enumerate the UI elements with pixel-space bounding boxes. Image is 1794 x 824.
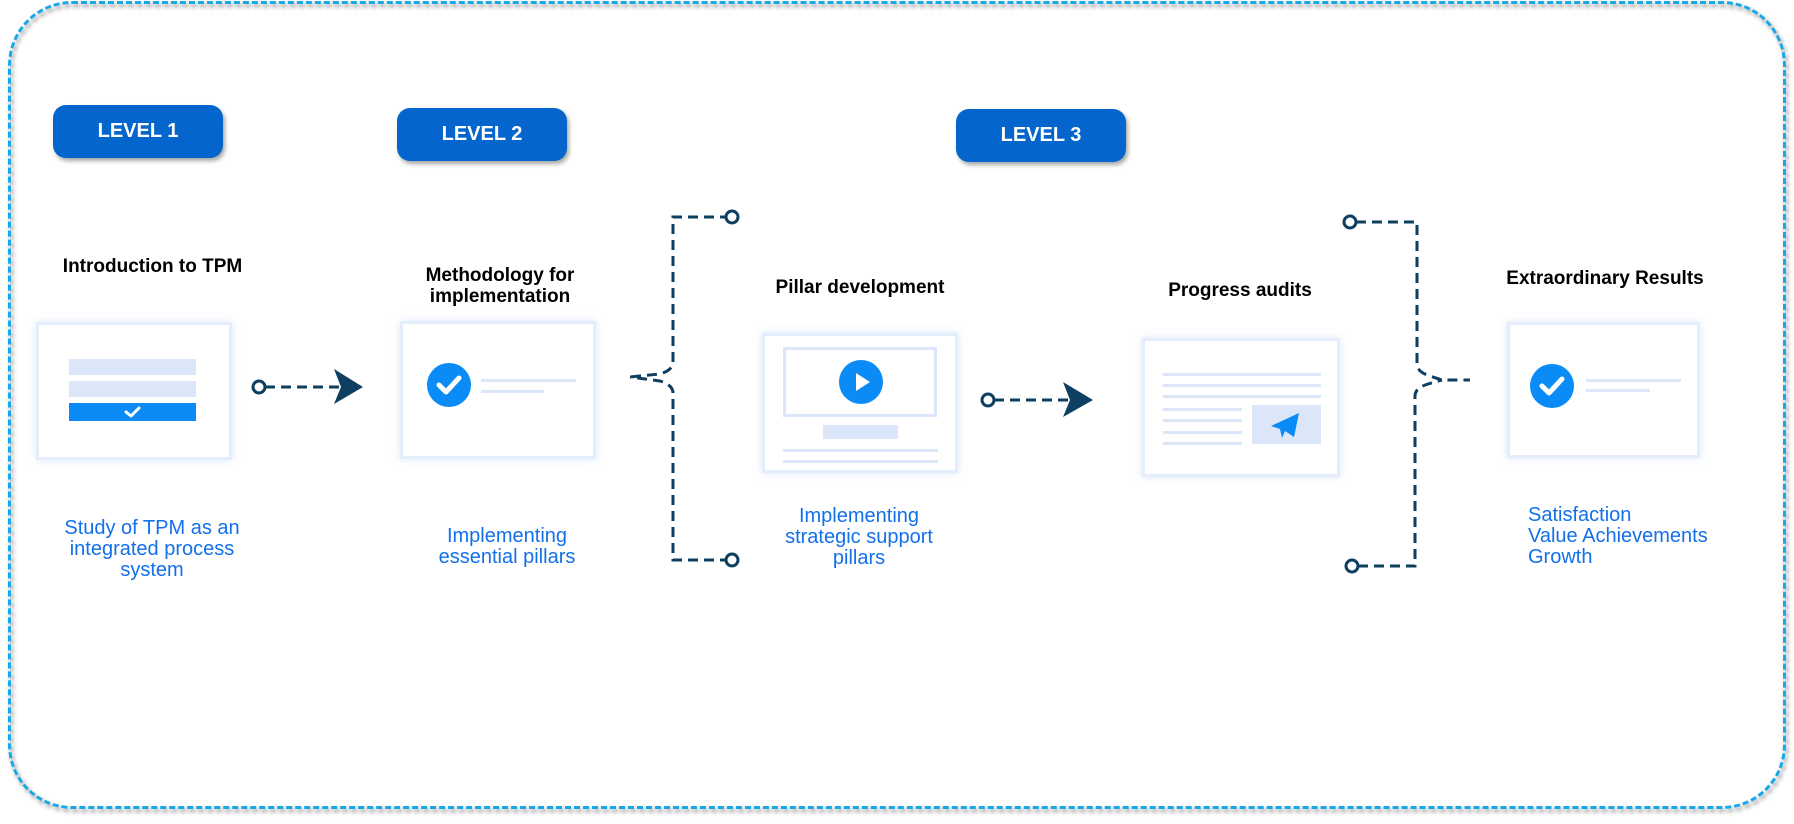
stage-2-description: Implementing essential pillars bbox=[397, 526, 617, 568]
left-bracket-bottom-node bbox=[724, 552, 740, 568]
stage-5-description: Satisfaction Value Achievements Growth bbox=[1528, 505, 1758, 568]
description-line: system bbox=[120, 559, 184, 581]
check-circle-icon bbox=[427, 363, 471, 407]
text-placeholder-line bbox=[1163, 419, 1242, 422]
stage-2-title: Methodology for implementation bbox=[390, 265, 610, 307]
caption-placeholder bbox=[823, 425, 898, 439]
level-1-label: LEVEL 1 bbox=[97, 120, 179, 142]
form-submit-bar bbox=[69, 403, 196, 421]
checkmark-icon bbox=[124, 406, 141, 418]
text-placeholder-line bbox=[1586, 379, 1681, 382]
diagram-frame bbox=[8, 1, 1786, 809]
left-bracket-top bbox=[629, 215, 730, 379]
text-placeholder-line bbox=[1163, 384, 1321, 387]
check-circle-icon bbox=[1530, 364, 1574, 408]
text-placeholder-line bbox=[1586, 389, 1650, 392]
stage-1-description: Study of TPM as an integrated process sy… bbox=[42, 518, 262, 581]
arrow-1-head-icon bbox=[334, 369, 363, 404]
text-placeholder-line bbox=[1163, 408, 1242, 411]
send-box bbox=[1252, 405, 1321, 444]
stage-1-title: Introduction to TPM bbox=[62, 256, 243, 277]
arrow-2-head-icon bbox=[1063, 382, 1093, 417]
description-line: Implementing bbox=[446, 525, 568, 547]
video-play-icon bbox=[839, 360, 883, 404]
stage-3-description: Implementing strategic support pillars bbox=[749, 506, 969, 569]
left-bracket-bottom bbox=[629, 375, 730, 562]
stage-4-title: Progress audits bbox=[1168, 280, 1312, 301]
level-3-button[interactable]: LEVEL 3 bbox=[956, 109, 1126, 162]
stage-3-card bbox=[762, 333, 958, 473]
form-field-2 bbox=[69, 381, 196, 397]
description-line: strategic support bbox=[785, 526, 933, 548]
stage-5-title: Extraordinary Results bbox=[1506, 268, 1704, 289]
stage-1-card bbox=[36, 322, 232, 460]
stage-3-title: Pillar development bbox=[775, 277, 945, 298]
text-placeholder-line bbox=[1163, 373, 1321, 376]
stage-4-card bbox=[1142, 338, 1340, 477]
description-line: Growth bbox=[1528, 546, 1593, 568]
text-placeholder-line bbox=[481, 379, 576, 382]
level-2-label: LEVEL 2 bbox=[441, 123, 523, 145]
text-placeholder-line bbox=[1163, 431, 1242, 434]
description-line: Satisfaction bbox=[1528, 504, 1632, 526]
left-bracket-top-node bbox=[724, 209, 740, 225]
level-1-button[interactable]: LEVEL 1 bbox=[53, 105, 223, 158]
send-paper-plane-icon bbox=[1271, 413, 1299, 438]
description-line: pillars bbox=[832, 547, 886, 569]
level-3-label: LEVEL 3 bbox=[1000, 124, 1082, 146]
level-2-button[interactable]: LEVEL 2 bbox=[397, 108, 567, 161]
text-placeholder-line bbox=[1163, 395, 1321, 398]
stage-5-card bbox=[1507, 322, 1700, 458]
description-line: Value Achievements bbox=[1528, 525, 1708, 547]
text-placeholder-line bbox=[783, 460, 938, 463]
text-placeholder-line bbox=[481, 390, 544, 393]
right-bracket-bottom-node bbox=[1344, 558, 1360, 574]
stage-2-card bbox=[400, 321, 596, 459]
video-frame bbox=[783, 347, 937, 417]
stage-2-title-line-2: implementation bbox=[429, 286, 571, 307]
stage-2-title-line-1: Methodology for bbox=[425, 265, 575, 286]
right-bracket-top-node bbox=[1342, 214, 1358, 230]
description-line: integrated process bbox=[69, 538, 235, 560]
right-bracket-bottom bbox=[1358, 378, 1443, 568]
description-line: Implementing bbox=[798, 505, 920, 527]
description-line: Study of TPM as an bbox=[64, 517, 240, 539]
description-line: essential pillars bbox=[438, 546, 576, 568]
right-bracket-top bbox=[1356, 220, 1470, 382]
text-placeholder-line bbox=[1163, 442, 1242, 445]
arrow-2-start-node bbox=[980, 392, 996, 408]
arrow-1-start-node bbox=[251, 379, 267, 395]
form-field-1 bbox=[69, 359, 196, 375]
text-placeholder-line bbox=[783, 449, 938, 452]
